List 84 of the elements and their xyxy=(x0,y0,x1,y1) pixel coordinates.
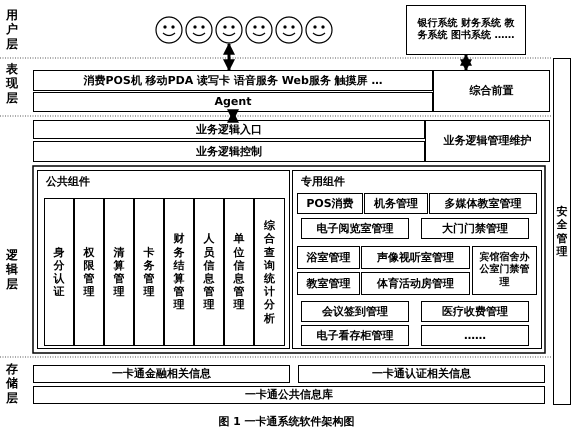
component-panel xyxy=(37,170,290,349)
module-label: Agent xyxy=(214,95,252,109)
layer-label: 表现层 xyxy=(6,62,19,106)
module-box xyxy=(134,198,164,346)
module-label: 卡务管理 xyxy=(143,246,155,298)
double-arrow xyxy=(227,109,239,123)
module-label: 机务管理 xyxy=(374,196,418,210)
module-box xyxy=(364,193,428,214)
module-label: 清算管理 xyxy=(113,246,125,298)
module-box xyxy=(298,365,545,383)
module-label: 单位信息管理 xyxy=(233,232,245,312)
module-box xyxy=(297,272,360,295)
module-box xyxy=(421,218,529,239)
module-label: POS消费 xyxy=(306,196,354,210)
module-label: 教室管理 xyxy=(306,276,350,290)
module-box xyxy=(104,198,134,346)
smiley-icon xyxy=(185,16,213,44)
module-label: 业务逻辑入口 xyxy=(196,122,262,136)
module-label: 一卡通公共信息库 xyxy=(245,388,333,402)
module-box xyxy=(164,198,194,346)
layer-label: 逻辑层 xyxy=(6,248,19,292)
module-label: 安全管理 xyxy=(556,205,568,258)
layer-label: 用户层 xyxy=(6,8,19,52)
component-panel xyxy=(292,170,542,349)
module-box xyxy=(33,120,425,139)
module-label: 声像视听室管理 xyxy=(377,250,454,264)
layer-label: 存储层 xyxy=(6,362,19,406)
module-box xyxy=(254,198,285,346)
double-arrow xyxy=(460,54,472,72)
module-label: 银行系统 财务系统 教务系统 图书系统 …… xyxy=(417,18,515,42)
module-box xyxy=(361,272,470,295)
module-label: 多媒体教室管理 xyxy=(444,196,522,210)
smiley-icon xyxy=(215,16,243,44)
module-box xyxy=(33,141,425,162)
module-label: 人员信息管理 xyxy=(203,232,215,312)
smiley-icon xyxy=(245,16,273,44)
caption: 图 1 一卡通系统软件架构图 xyxy=(217,414,356,429)
module-label: 浴室管理 xyxy=(306,250,350,264)
module-label: 大门门禁管理 xyxy=(442,222,508,236)
module-box xyxy=(297,246,360,269)
module-label: 财务结算管理 xyxy=(173,232,185,312)
module-box xyxy=(421,325,529,346)
module-label: 一卡通认证相关信息 xyxy=(372,367,471,381)
module-box xyxy=(297,193,363,214)
module-label: 综合查询统计分析 xyxy=(264,219,276,325)
module-box xyxy=(472,246,537,295)
smiley-icon xyxy=(275,16,303,44)
module-box xyxy=(33,92,433,112)
module-label: 宾馆宿舍办公室门禁管理 xyxy=(478,252,530,290)
double-arrow xyxy=(223,42,235,72)
module-label: 电子看存柜管理 xyxy=(316,328,394,342)
module-box xyxy=(301,301,409,322)
module-label: 体育活动房管理 xyxy=(377,276,454,290)
module-box xyxy=(433,70,550,112)
module-box xyxy=(33,386,545,404)
module-box xyxy=(361,246,470,269)
module-box xyxy=(421,301,529,322)
module-box xyxy=(301,218,409,239)
module-label: 权限管理 xyxy=(83,246,95,298)
module-label: 会议签到管理 xyxy=(322,304,388,318)
module-label: 一卡通金融相关信息 xyxy=(112,367,211,381)
module-box xyxy=(224,198,254,346)
module-box xyxy=(44,198,74,346)
panel-heading: 专用组件 xyxy=(301,175,345,189)
module-label: 电子阅览室管理 xyxy=(316,222,394,236)
module-box xyxy=(406,5,526,55)
module-box xyxy=(301,325,409,346)
module-label: 医疗收费管理 xyxy=(442,304,508,318)
module-label: 消费POS机 移动PDA 读写卡 语音服务 Web服务 触摸屏 … xyxy=(83,74,383,88)
module-box xyxy=(33,70,433,91)
module-box xyxy=(553,58,571,405)
module-box xyxy=(74,198,104,346)
module-label: …… xyxy=(464,328,486,342)
module-box xyxy=(425,120,550,162)
panel-heading: 公共组件 xyxy=(46,175,90,189)
module-label: 综合前置 xyxy=(470,84,514,98)
smiley-icon xyxy=(155,16,183,44)
smiley-icon xyxy=(305,16,333,44)
module-box xyxy=(194,198,224,346)
module-box xyxy=(33,365,290,383)
module-box xyxy=(429,193,537,214)
module-label: 业务逻辑控制 xyxy=(196,144,262,158)
module-label: 业务逻辑管理维护 xyxy=(444,134,532,148)
module-label: 身分认证 xyxy=(53,246,65,298)
